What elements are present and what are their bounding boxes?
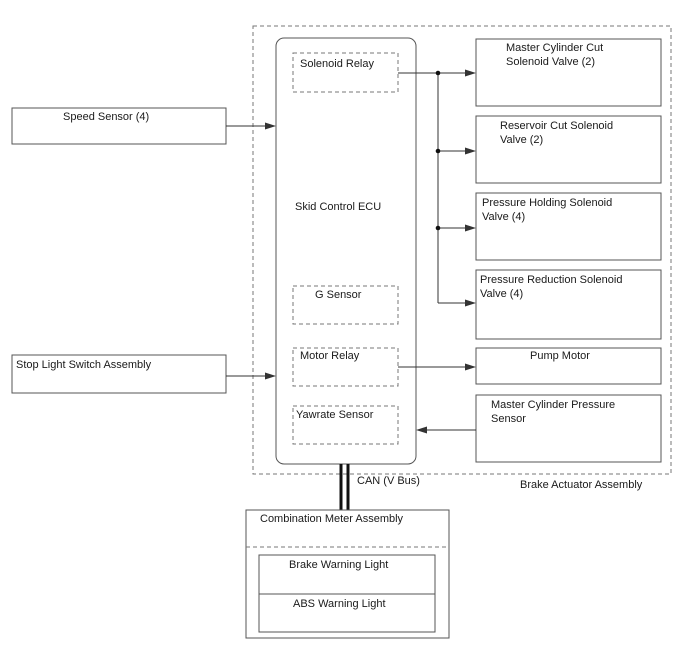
pressure-holding-valve-box [475,192,662,261]
brake-warning-light-box [258,554,436,595]
can-bus-label: CAN (V Bus) [357,475,420,487]
yawrate-sensor-label: Yawrate Sensor [296,409,374,421]
brake-actuator-assembly-label: Brake Actuator Assembly [520,479,643,491]
master-cylinder-cut-valve-label-1: Master Cylinder Cut [506,42,603,54]
stop-light-switch-label: Stop Light Switch Assembly [16,359,152,371]
arrow-to-pressure-reduction-valve [465,299,476,307]
brake-actuator-assembly-boundary [252,25,672,475]
pressure-reduction-valve-label-2: Valve (4) [480,288,523,300]
g-sensor-box [292,285,399,325]
g-sensor-label: G Sensor [315,289,362,301]
solenoid-relay-box [292,52,399,93]
abs-warning-light-box [258,593,436,633]
master-cylinder-pressure-sensor-label-1: Master Cylinder Pressure [491,399,615,411]
junction-dot-1 [435,70,441,76]
pressure-holding-valve-label-2: Valve (4) [482,211,525,223]
arrow-to-master-cylinder-cut-valve [465,69,476,77]
stop-light-switch-box [11,354,227,394]
brake-warning-light-label: Brake Warning Light [289,559,388,571]
master-cylinder-pressure-sensor-box [475,394,662,463]
pump-motor-box [475,347,662,385]
speed-sensor-box [11,107,227,145]
pressure-reduction-valve-label-1: Pressure Reduction Solenoid [480,274,622,286]
arrow-from-speed-sensor [265,122,276,130]
reservoir-cut-valve-label-1: Reservoir Cut Solenoid [500,120,613,132]
motor-relay-box [292,347,399,387]
junction-dot-2 [435,148,441,154]
pressure-holding-valve-label-1: Pressure Holding Solenoid [482,197,612,209]
arrow-from-pressure-sensor [416,426,427,434]
master-cylinder-cut-valve-box [475,38,662,107]
arrow-to-pump-motor [465,363,476,371]
combination-meter-label: Combination Meter Assembly [260,513,404,525]
master-cylinder-pressure-sensor-label-2: Sensor [491,413,526,425]
speed-sensor-label: Speed Sensor (4) [63,111,149,123]
master-cylinder-cut-valve-label-2: Solenoid Valve (2) [506,56,595,68]
motor-relay-label: Motor Relay [300,350,360,362]
arrow-from-stop-light-switch [265,372,276,380]
skid-control-ecu-box [275,37,417,465]
arrow-to-pressure-holding-valve [465,224,476,232]
yawrate-sensor-box [292,405,399,445]
reservoir-cut-valve-box [475,115,662,184]
junction-dot-3 [435,225,441,231]
reservoir-cut-valve-label-2: Valve (2) [500,134,543,146]
pressure-reduction-valve-box [475,269,662,340]
pump-motor-label: Pump Motor [530,350,590,362]
abs-warning-light-label: ABS Warning Light [293,598,386,610]
skid-control-ecu-label: Skid Control ECU [295,201,381,213]
arrow-to-reservoir-cut-valve [465,147,476,155]
solenoid-relay-label: Solenoid Relay [300,58,374,70]
